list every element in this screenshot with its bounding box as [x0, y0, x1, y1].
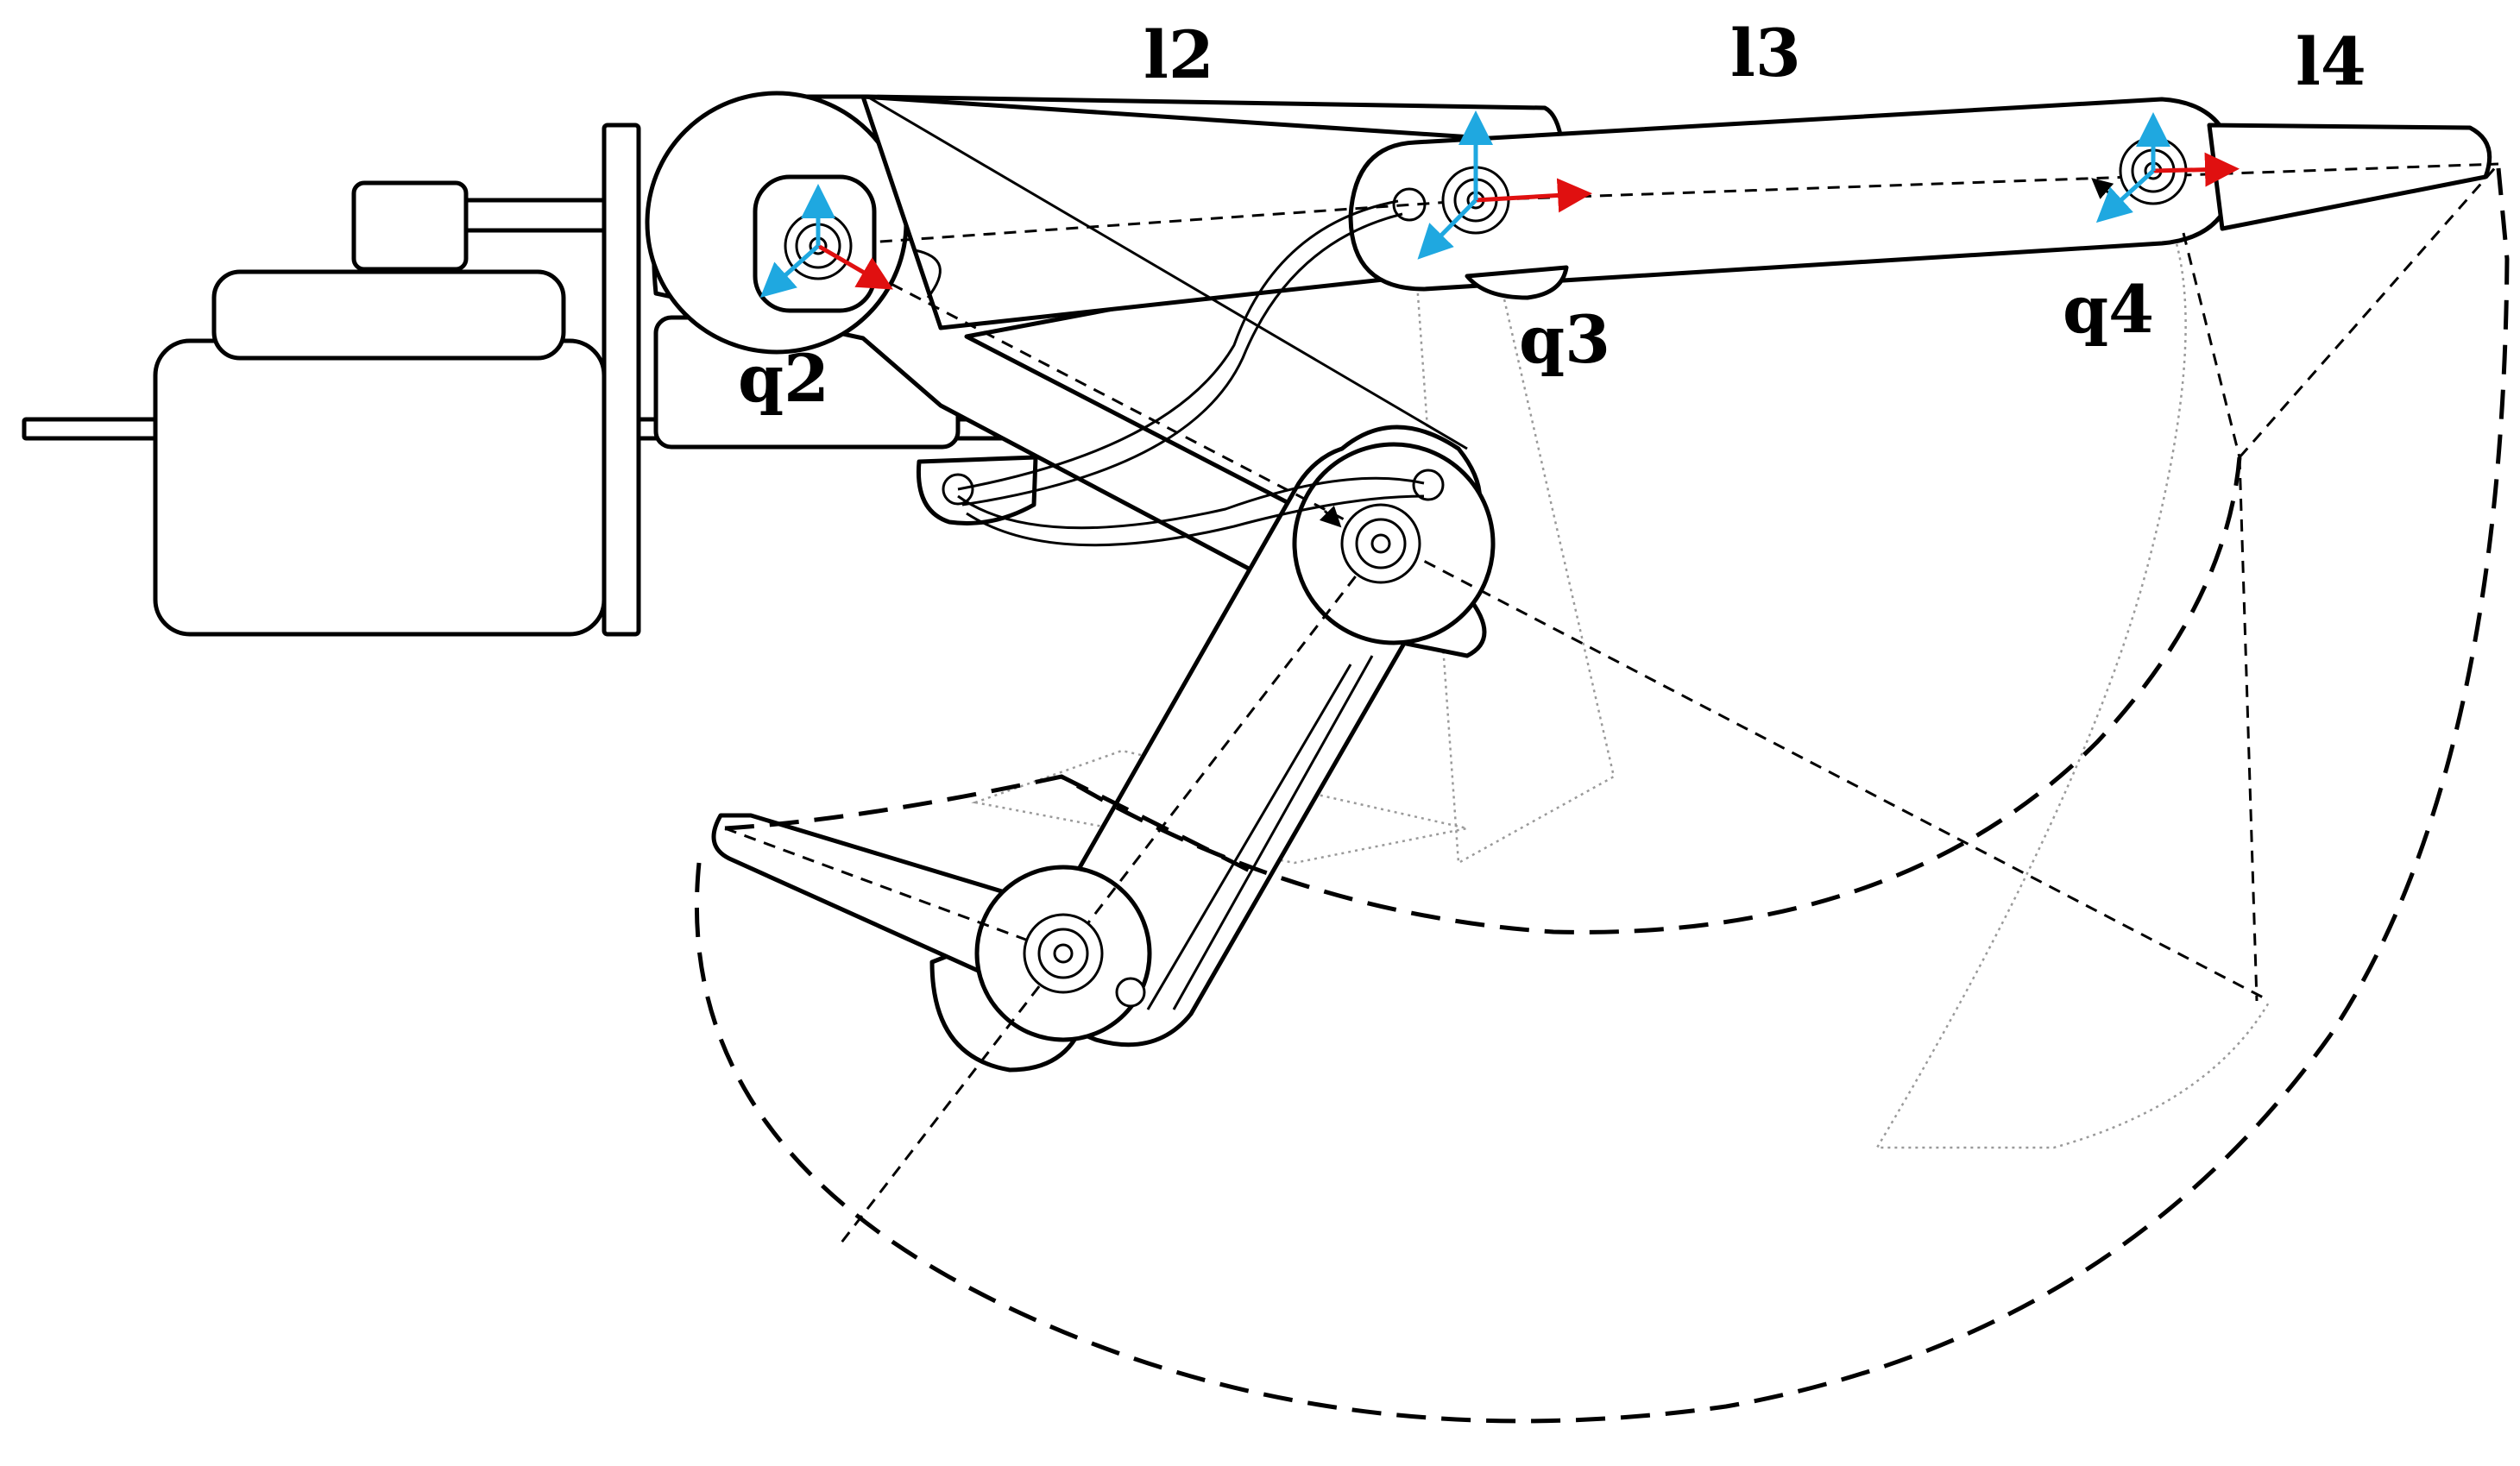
cable-4 — [966, 494, 1425, 547]
cables — [957, 199, 1425, 547]
frame-q4 — [2095, 112, 2240, 223]
workspace-inner-arc — [724, 456, 2242, 934]
frame-q3 — [1417, 110, 1592, 260]
cable-2 — [961, 212, 1403, 506]
frame-q4-z-axis — [2095, 169, 2155, 223]
label-l4: l4 — [2296, 23, 2366, 100]
joint-lower-wrist — [1023, 913, 1104, 994]
ref-line-q2-diagonal — [817, 244, 2271, 1003]
cable-3 — [957, 476, 1425, 530]
shoulder-bracket-lug — [916, 455, 1038, 525]
ref-line-effector — [724, 827, 1064, 955]
ref-line-reach-right-2 — [2238, 163, 2500, 458]
link-l3-elbow-boss — [1465, 265, 1569, 300]
label-l2: l2 — [1143, 16, 1214, 93]
ghost-link-outline-b — [971, 749, 1468, 865]
cable-1 — [957, 199, 1399, 491]
link-l4-body — [2207, 123, 2492, 231]
frame-q2 — [759, 184, 893, 298]
label-q3: q3 — [1519, 301, 1610, 378]
labels: l2 l3 l4 q2 q3 q4 — [738, 15, 2366, 417]
label-q2: q2 — [738, 340, 829, 417]
frame-q2-z-axis — [759, 244, 820, 298]
frame-q3-z-axis — [1417, 198, 1477, 260]
lower-cable-port-1 — [1412, 469, 1445, 501]
ref-line-base-to-q3 — [817, 198, 1477, 248]
link-l2-diagonal — [866, 95, 1468, 450]
base-actuator-body — [351, 180, 469, 272]
ref-line-reach-right-1 — [2182, 232, 2241, 458]
workspace-outer-arc — [694, 167, 2510, 1424]
joint-lower-elbow — [1319, 503, 1421, 584]
lower-cable-port-2 — [1115, 977, 1146, 1008]
link-l4 — [2207, 123, 2492, 231]
joint-q2-angle-arc — [914, 249, 942, 299]
lower-wrist-inner — [1053, 943, 1074, 964]
lower-elbow-inner — [1370, 533, 1391, 554]
frame-q3-x-axis — [1475, 178, 1592, 213]
lower-elbow-arrow — [1319, 505, 1342, 528]
ref-line-q3-to-tip — [1475, 162, 2499, 202]
label-l3: l3 — [1730, 15, 1801, 91]
lower-link-rod — [1146, 655, 1374, 1010]
ref-line-lower-arm — [840, 543, 1383, 1243]
ref-line-reach-right-3 — [2238, 456, 2259, 1002]
reference-lines — [724, 162, 2500, 1243]
label-q4: q4 — [2063, 271, 2154, 348]
base-mount-plate — [602, 123, 641, 637]
ghost-wrist-arc — [1874, 223, 2271, 1149]
frame-q4-x-axis — [2152, 152, 2240, 187]
workspace-left-edge — [1060, 774, 1253, 874]
frame-q2-x-axis — [816, 243, 893, 290]
workspace-envelope — [694, 167, 2510, 1424]
base-motor-housing-lower — [153, 338, 607, 637]
base-motor-housing-upper — [211, 269, 566, 361]
